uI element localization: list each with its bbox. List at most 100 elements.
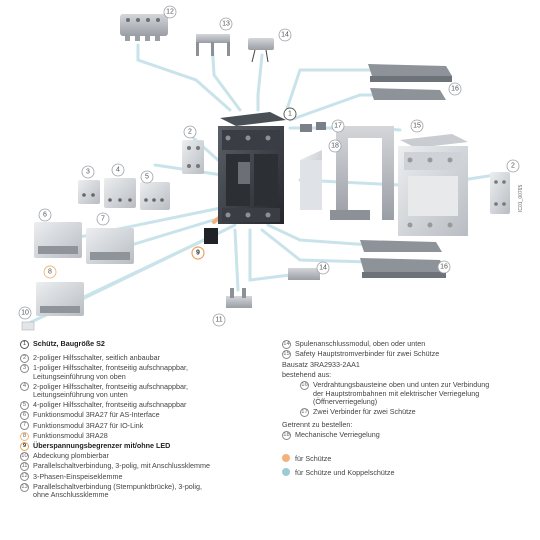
side-auxiliary-switch [182, 140, 204, 174]
legend-item-15: 15 Safety Hauptstromverbinder für zwei Sc… [282, 350, 532, 360]
function-module-io-link [86, 228, 134, 264]
legend-line: Mechanische Verriegelung [295, 429, 380, 439]
svg-text:2: 2 [511, 163, 515, 170]
callout-4: 4 [111, 163, 125, 177]
legend-main-item: 1 Schütz, Baugröße S2 [20, 339, 280, 349]
second-contactor [398, 134, 468, 236]
main-contactor [218, 112, 286, 224]
legend-item-13: 13 Parallelschaltverbindung (Sternpunktbr… [20, 482, 280, 500]
front-auxiliary-switch-1pole [78, 180, 100, 204]
legend-line: Funktionsmodul 3RA27 für AS-Interface [33, 410, 160, 420]
legend-num: 7 [20, 421, 29, 431]
legend-line: Safety Hauptstromverbinder für zwei Schü… [295, 349, 440, 359]
legend-line: der Hauptstrombahnen mit elektrischer Ve… [313, 388, 480, 398]
legend-item-10: 10 Abdeckung plombierbar [20, 452, 280, 461]
key-text: für Schütze und Koppelschütze [295, 467, 395, 477]
legend-text: Abdeckung plombierbar [33, 452, 280, 461]
svg-text:6: 6 [43, 212, 47, 219]
star-point-bridge [196, 34, 230, 56]
front-auxiliary-switch-2pole [104, 178, 136, 208]
legend-num: 4 [20, 382, 29, 392]
svg-text:10: 10 [21, 310, 29, 317]
legend-num: 13 [20, 482, 29, 492]
front-auxiliary-switch-4pole [140, 182, 170, 210]
callout-9: 9 [191, 246, 205, 260]
wiring-module-top [368, 64, 452, 100]
svg-text:8: 8 [48, 269, 52, 276]
legend-num: 9 [20, 441, 29, 451]
legend-line: 1-poliger Hilfsschalter, frontseitig auf… [33, 363, 189, 373]
legend-text: Verdrahtungsbausteine oben und unten zur… [313, 379, 532, 407]
legend-num: 17 [300, 407, 309, 417]
separate-list: 18 Mechanische Verriegelung [282, 429, 532, 440]
legend-line: Spulenanschlussmodul, oben oder unten [295, 339, 426, 348]
callout-18: 18 [328, 139, 342, 153]
bausatz-title: Bausatz 3RA2933-2AA1 [282, 360, 360, 370]
legend-line: Abdeckung plombierbar [33, 451, 109, 461]
legend-item-18: 18 Mechanische Verriegelung [282, 429, 532, 440]
legend-line: 2-poliger Hilfsschalter, seitlich anbaub… [33, 352, 161, 362]
svg-text:15: 15 [413, 123, 421, 130]
separate-title: Getrennt zu bestellen: [282, 419, 353, 429]
legend-line: 3-Phasen-Einspeiseklemme [33, 471, 123, 481]
legend-num: 14 [282, 339, 291, 349]
callout-8: 8 [43, 265, 57, 279]
legend-item-14: 14 Spulenanschlussmodul, oben oder unten [282, 339, 532, 349]
legend-num: 15 [282, 350, 291, 360]
legend-num: 2 [20, 353, 29, 363]
key-swatch [282, 467, 290, 476]
wiring-module-bottom [360, 240, 446, 278]
color-key: für Schütze für Schütze und Koppelschütze [282, 454, 532, 477]
svg-text:16: 16 [451, 86, 459, 93]
legend-left-column: 1 Schütz, Baugröße S2 2 2-poliger Hilfssc… [20, 339, 280, 501]
callout-2-right: 2 [506, 159, 520, 173]
callout-11: 11 [212, 313, 226, 327]
side-auxiliary-switch-right [490, 172, 510, 214]
legend-num: 5 [20, 400, 29, 410]
svg-text:7: 7 [101, 216, 105, 223]
legend-text: Safety Hauptstromverbinder für zwei Schü… [295, 350, 532, 359]
callout-14-top: 14 [278, 28, 292, 42]
surge-suppressor [204, 228, 218, 244]
svg-text:14: 14 [319, 265, 327, 272]
legend-line: Überspannungsbegrenzer mit/ohne LED [33, 440, 171, 450]
legend-text: 1-poliger Hilfsschalter, frontseitig auf… [33, 363, 280, 381]
legend-text: Parallelschaltverbindung (Sternpunktbrüc… [33, 482, 280, 500]
legend-item-9: 9 Überspannungsbegrenzer mit/ohne LED [20, 440, 280, 451]
legend-line: Leitungseinführung von unten [33, 390, 128, 400]
legend-num: 1 [20, 339, 29, 349]
legend-text: 3-Phasen-Einspeiseklemme [33, 471, 280, 482]
callout-12: 12 [163, 5, 177, 19]
callout-3: 3 [81, 165, 95, 179]
legend-num: 18 [282, 430, 291, 440]
legend-line: Parallelschaltverbindung, 3-polig, mit A… [33, 461, 210, 471]
legend-line: Funktionsmodul 3RA28 [33, 430, 108, 440]
legend-line: Funktionsmodul 3RA27 für IO-Link [33, 420, 144, 430]
legend-num: 12 [20, 472, 29, 482]
coil-connection-module [248, 38, 274, 63]
svg-text:14: 14 [281, 32, 289, 39]
sealable-cover [21, 321, 35, 331]
callout-17: 17 [331, 119, 345, 133]
svg-text:4: 4 [116, 167, 120, 174]
key-item: für Schütze und Koppelschütze [282, 467, 532, 478]
svg-text:2: 2 [188, 129, 192, 136]
key-text: für Schütze [295, 454, 332, 464]
legend-num: 11 [20, 462, 29, 472]
legend-num: 10 [20, 452, 29, 461]
legend-text: Funktionsmodul 3RA27 für IO-Link [33, 420, 280, 431]
accessory-diagram: IC01_00765 12 13 14 1 17 16 15 18 2 2 3 … [18, 5, 524, 331]
legend-left-list: 2 2-poliger Hilfsschalter, seitlich anbau… [20, 352, 280, 500]
legend-line: Verdrahtungsbausteine oben und unten zur… [313, 379, 490, 389]
callout-7: 7 [96, 212, 110, 226]
legend-text: Parallelschaltverbindung, 3-polig, mit A… [33, 462, 280, 471]
legend-line: 2-poliger Hilfsschalter, frontseitig auf… [33, 381, 189, 391]
legend-text: Schütz, Baugröße S2 [33, 339, 105, 348]
